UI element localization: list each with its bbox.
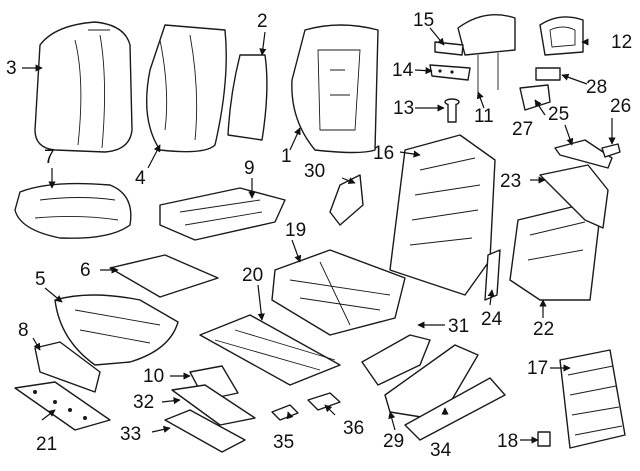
callout-4: 4 — [135, 168, 146, 189]
callout-15: 15 — [413, 10, 434, 31]
part-clip-small[interactable] — [271, 404, 299, 421]
part-cushion-pad[interactable] — [159, 187, 286, 241]
callout-20: 20 — [242, 265, 263, 286]
part-headrest-cover[interactable] — [539, 16, 584, 56]
callout-16: 16 — [373, 143, 394, 164]
callout-21: 21 — [36, 434, 57, 455]
callout-36: 36 — [343, 418, 364, 439]
part-clip-large[interactable] — [307, 392, 341, 411]
part-headrest[interactable] — [457, 14, 516, 95]
part-connector[interactable] — [535, 67, 561, 81]
part-backrest-panel[interactable] — [227, 54, 268, 141]
callout-17: 17 — [527, 358, 548, 379]
callout-35: 35 — [273, 432, 294, 453]
callout-31: 31 — [448, 316, 469, 337]
callout-26: 26 — [610, 96, 631, 117]
callout-27: 27 — [512, 119, 533, 140]
callout-1: 1 — [281, 146, 292, 167]
callout-8: 8 — [18, 320, 29, 341]
part-side-pad[interactable] — [34, 341, 101, 393]
part-cover-bar[interactable] — [554, 139, 613, 169]
part-lower-trim[interactable] — [164, 409, 246, 453]
part-guide[interactable] — [519, 84, 551, 111]
callout-23: 23 — [500, 171, 521, 192]
part-spring-mat[interactable] — [559, 349, 626, 449]
callout-19: 19 — [285, 220, 306, 241]
callout-6: 6 — [80, 260, 91, 281]
callout-24: 24 — [481, 309, 503, 330]
callout-labels: 1 2 3 4 5 6 7 8 9 10 11 12 13 14 15 16 1… — [6, 10, 632, 461]
callout-7: 7 — [44, 147, 55, 168]
callout-2: 2 — [257, 11, 268, 32]
part-seat-mat[interactable] — [109, 254, 219, 298]
part-backrest-cover[interactable] — [34, 21, 133, 153]
part-side-shell[interactable] — [384, 344, 479, 421]
callout-33: 33 — [120, 424, 141, 445]
part-seat-track[interactable] — [199, 314, 341, 386]
part-clip[interactable] — [537, 431, 551, 447]
callout-32: 32 — [133, 392, 154, 413]
callout-10: 10 — [143, 366, 164, 387]
callout-30: 30 — [304, 161, 325, 182]
part-lower-panel[interactable] — [404, 377, 506, 441]
leader-lines — [22, 27, 616, 444]
callout-14: 14 — [392, 60, 414, 81]
callout-25: 25 — [548, 104, 569, 125]
part-switch[interactable] — [601, 143, 621, 158]
part-backrest-rear-shell[interactable] — [291, 24, 379, 154]
part-backrest-pad[interactable] — [146, 24, 227, 153]
callout-9: 9 — [244, 158, 255, 179]
callout-18: 18 — [497, 431, 518, 452]
part-seat-frame[interactable] — [271, 249, 406, 336]
callout-28: 28 — [586, 77, 607, 98]
callout-29: 29 — [383, 431, 404, 452]
callout-11: 11 — [474, 106, 494, 127]
part-upper-trim[interactable] — [539, 164, 609, 229]
callout-13: 13 — [393, 98, 414, 119]
callout-34: 34 — [430, 440, 452, 461]
callout-12: 12 — [611, 32, 632, 53]
part-side-strip[interactable] — [484, 249, 501, 301]
part-bolt[interactable] — [444, 98, 460, 123]
callout-22: 22 — [533, 319, 554, 340]
part-bracket-lower[interactable] — [429, 64, 471, 81]
part-bracket[interactable] — [329, 174, 364, 226]
part-backrest-frame[interactable] — [389, 134, 496, 296]
part-side-cover[interactable] — [361, 334, 431, 386]
part-bracket-upper[interactable] — [434, 41, 464, 56]
callout-5: 5 — [35, 269, 46, 290]
callout-3: 3 — [6, 58, 17, 79]
part-cushion-frame[interactable] — [54, 294, 179, 366]
part-side-trim[interactable] — [171, 384, 256, 426]
part-cushion-cover[interactable] — [14, 182, 132, 239]
